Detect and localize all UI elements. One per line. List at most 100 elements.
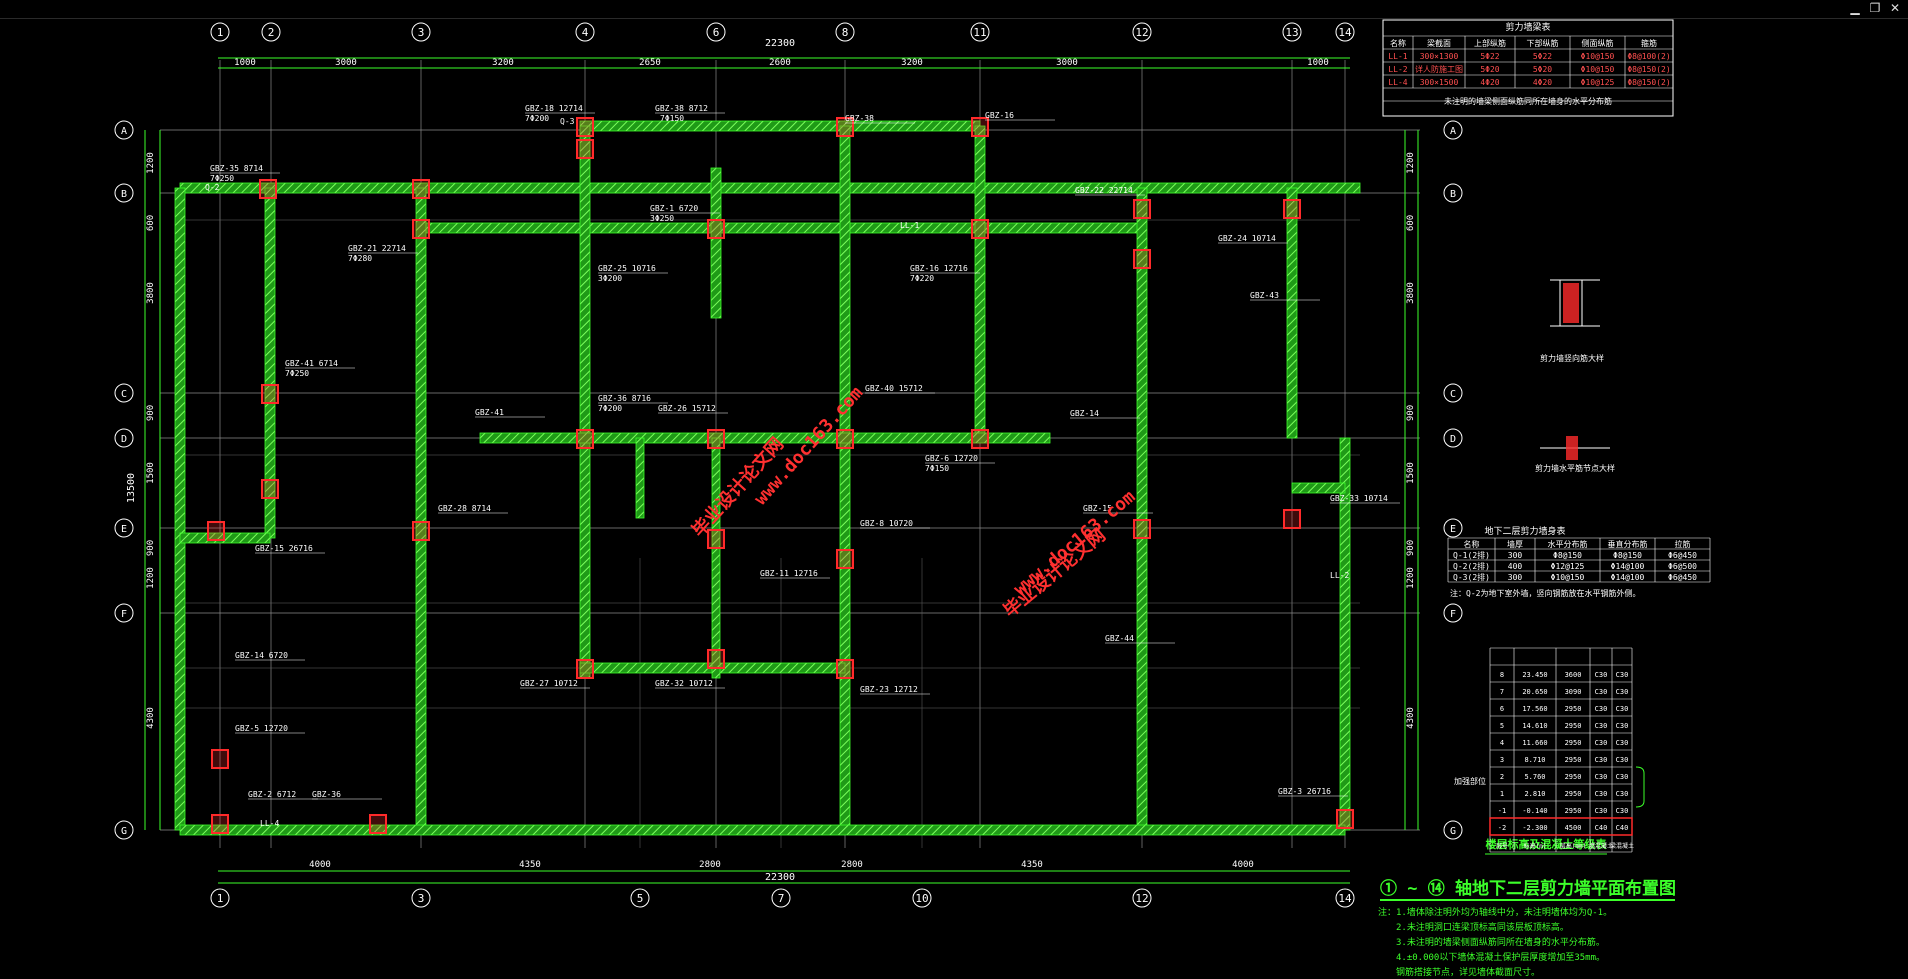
floor-table-cell: 2.810 bbox=[1524, 790, 1545, 798]
notes-block: 注： 1.墙体除注明外均为轴线中分，未注明墙体均为Q-1。 2.未注明洞口连梁顶… bbox=[1378, 906, 1612, 978]
axis-bubble-top bbox=[1282, 22, 1302, 42]
axis-bubble-top bbox=[210, 22, 230, 42]
floor-table-cell: -2.300 bbox=[1522, 824, 1547, 832]
boundary-column bbox=[1283, 199, 1301, 219]
wall-mark: Q-3 bbox=[560, 117, 575, 126]
left-total-dim: 13500 bbox=[126, 473, 137, 503]
boundary-column bbox=[1283, 509, 1301, 529]
floor-table-cell: C30 bbox=[1595, 790, 1608, 798]
axis-bubble-bottom bbox=[771, 888, 791, 908]
beam-table-note: 未注明的墙梁侧面纵筋同所在墙身的水平分布筋 bbox=[1444, 96, 1612, 106]
shear-wall bbox=[174, 187, 186, 831]
gbz-label: GBZ-2 6712 bbox=[248, 790, 296, 799]
floor-table-cell: 23.450 bbox=[1522, 671, 1547, 679]
axis-bubble-right bbox=[1443, 820, 1463, 840]
boundary-column bbox=[207, 521, 225, 541]
gbz-label: GBZ-24 10714 bbox=[1218, 234, 1276, 243]
axis-label-left: B bbox=[121, 189, 127, 200]
dim-left: 4300 bbox=[146, 707, 156, 729]
shear-wall bbox=[1286, 187, 1298, 439]
floor-table-footer: 层号 bbox=[1496, 843, 1508, 850]
dim-right: 900 bbox=[1406, 405, 1416, 421]
boundary-column bbox=[971, 117, 989, 137]
floor-table-cell: C40 bbox=[1595, 824, 1608, 832]
watermark-url-2: www.doc163.com bbox=[1010, 486, 1140, 600]
axis-bubble-right bbox=[1443, 603, 1463, 623]
restore-button[interactable]: ❐ bbox=[1869, 1, 1881, 15]
axis-label-left: E bbox=[121, 524, 127, 535]
floor-table-cell: C30 bbox=[1616, 739, 1629, 747]
shear-wall bbox=[710, 167, 722, 319]
floor-table-cell: C30 bbox=[1616, 688, 1629, 696]
floor-table-cell: C40 bbox=[1616, 824, 1629, 832]
gbz-label: GBZ-11 12716 bbox=[760, 569, 818, 578]
gbz-label: GBZ-15 26716 bbox=[255, 544, 313, 553]
axis-bubble-top bbox=[1132, 22, 1152, 42]
floor-table-cell: C30 bbox=[1616, 722, 1629, 730]
beam-table-cell: LL-2 bbox=[1388, 65, 1407, 74]
gbz-label: GBZ-33 10714 bbox=[1330, 494, 1388, 503]
gbz-label: GBZ-38 8712 bbox=[655, 104, 708, 113]
dim-right: 1200 bbox=[1406, 567, 1416, 589]
axis-bubble-bottom bbox=[210, 888, 230, 908]
wall-table-cell: Φ14@100 bbox=[1611, 573, 1645, 582]
floor-table-cell: C30 bbox=[1595, 739, 1608, 747]
floor-table-cell: 3 bbox=[1500, 756, 1504, 764]
wall-table-title: 地下二层剪力墙身表 bbox=[1484, 525, 1565, 537]
spacing-label: 7Φ280 bbox=[348, 254, 372, 263]
note-line-1: 1.墙体除注明外均为轴线中分，未注明墙体均为Q-1。 bbox=[1396, 906, 1612, 918]
axis-label-bottom: 14 bbox=[1338, 892, 1352, 905]
total-dim-top: 22300 bbox=[765, 38, 795, 49]
floor-table-cell: C30 bbox=[1595, 671, 1608, 679]
beam-table-cell: 4Φ20 bbox=[1480, 78, 1499, 87]
dim-top: 1000 bbox=[234, 58, 256, 68]
floor-table-cell: 2950 bbox=[1565, 722, 1582, 730]
wall-table-cell: Φ6@450 bbox=[1668, 573, 1697, 582]
floor-table-cell: 14.610 bbox=[1522, 722, 1547, 730]
boundary-column bbox=[369, 814, 387, 834]
rebar-detail-sketch: 剪力墙竖向筋大样 剪力墙水平筋节点大样 bbox=[1535, 279, 1615, 473]
floor-table-cell: C30 bbox=[1595, 756, 1608, 764]
close-button[interactable]: ✕ bbox=[1889, 1, 1901, 15]
floor-table-cell: C30 bbox=[1595, 688, 1608, 696]
floor-table-footer: 层高(mm) bbox=[1560, 842, 1586, 850]
beam-table-cell: Φ8@150(2) bbox=[1627, 65, 1670, 74]
boundary-column bbox=[576, 117, 594, 137]
floor-table-cell: C30 bbox=[1616, 756, 1629, 764]
boundary-columns bbox=[207, 117, 1354, 834]
floor-table-cell: 2950 bbox=[1565, 773, 1582, 781]
wall-table-cell: 300 bbox=[1508, 551, 1523, 560]
axis-label-bottom: 10 bbox=[915, 892, 928, 905]
axis-label-bottom: 1 bbox=[217, 892, 224, 905]
floor-table-cell: C30 bbox=[1595, 722, 1608, 730]
floor-table-cell: 11.660 bbox=[1522, 739, 1547, 747]
floor-table-cell: 3600 bbox=[1565, 671, 1582, 679]
axis-label-top: 1 bbox=[217, 26, 224, 39]
axis-bubble-right bbox=[1443, 428, 1463, 448]
gbz-label: GBZ-14 bbox=[1070, 409, 1099, 418]
axis-label-right: B bbox=[1450, 189, 1456, 200]
floor-table-cell: 6 bbox=[1500, 705, 1504, 713]
axis-bubble-bottom bbox=[411, 888, 431, 908]
boundary-column bbox=[836, 659, 854, 679]
dim-left: 1200 bbox=[146, 567, 156, 589]
shear-wall bbox=[635, 437, 645, 519]
boundary-column bbox=[576, 659, 594, 679]
dim-top: 2650 bbox=[639, 58, 661, 68]
wall-table-header: 拉筋 bbox=[1675, 539, 1691, 549]
gbz-label: GBZ-21 22714 bbox=[348, 244, 406, 253]
floor-table-cell: -1 bbox=[1498, 807, 1506, 815]
gbz-label: GBZ-41 6714 bbox=[285, 359, 338, 368]
beam-table-cell: 详人防施工图 bbox=[1415, 64, 1463, 74]
dim-bottom: 2800 bbox=[699, 860, 721, 870]
wall-table-cell: Φ12@125 bbox=[1551, 562, 1585, 571]
gbz-label: GBZ-40 15712 bbox=[865, 384, 923, 393]
minimize-button[interactable]: ▁ bbox=[1850, 1, 1860, 15]
floor-table-cell: C30 bbox=[1595, 705, 1608, 713]
dim-bottom: 4350 bbox=[519, 860, 541, 870]
wall-table-header: 垂直分布筋 bbox=[1608, 539, 1648, 549]
boundary-column bbox=[836, 429, 854, 449]
